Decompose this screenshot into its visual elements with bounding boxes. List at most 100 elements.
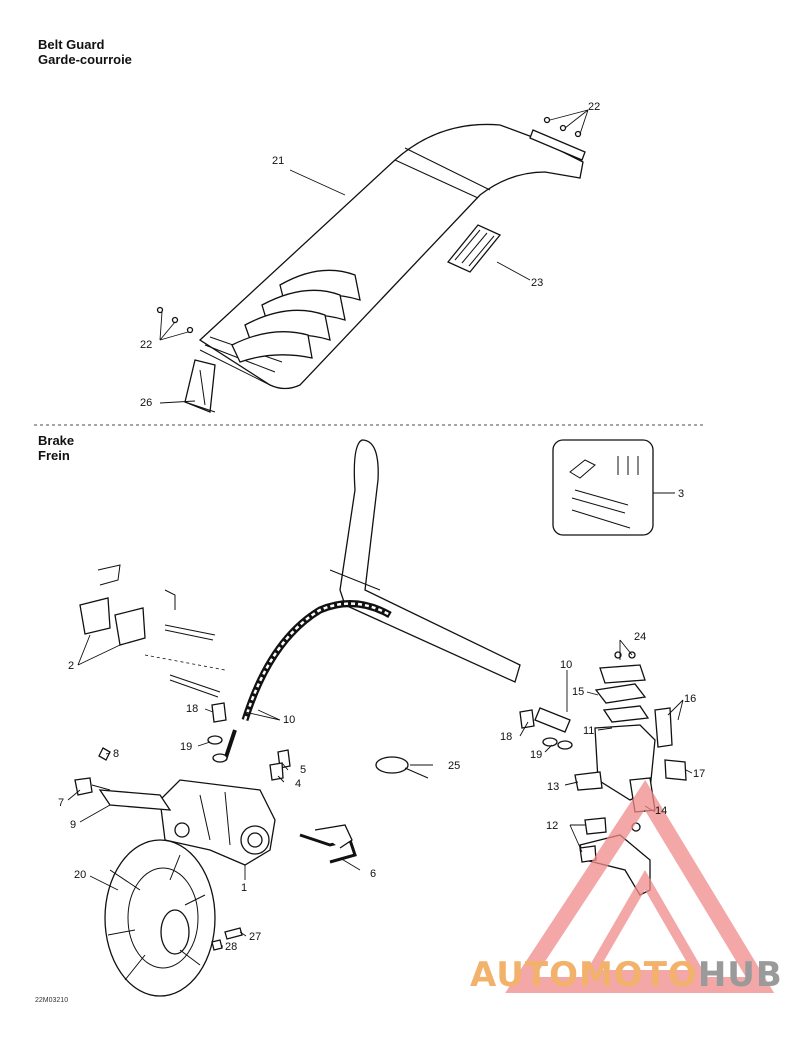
callout-3: 3	[678, 488, 684, 500]
cable-tie-tail	[404, 767, 429, 779]
cap-screw	[614, 651, 622, 659]
callout-27: 27	[249, 931, 261, 943]
washer-19	[542, 737, 558, 747]
callout-23: 23	[531, 277, 543, 289]
bracket-26-detail	[184, 369, 216, 413]
disc-outer	[104, 839, 216, 997]
vent-slot	[231, 331, 313, 363]
leader-6	[339, 857, 361, 871]
watermark-triangle	[505, 780, 775, 993]
washer-19	[557, 740, 573, 750]
tool-rod	[571, 509, 631, 529]
leader-18b	[519, 721, 529, 737]
brake-pad	[79, 597, 111, 635]
callout-20: 20	[74, 869, 86, 881]
nut	[574, 130, 582, 138]
leader-24	[619, 639, 633, 660]
key-27	[224, 927, 243, 940]
callout-19a: 19	[180, 741, 192, 753]
tool-kit-box	[552, 439, 654, 536]
nut	[559, 124, 567, 132]
brake-hose-fitting	[223, 729, 237, 761]
reservoir-cover-15	[594, 683, 647, 704]
brake-disc	[104, 839, 216, 997]
leader-17	[685, 769, 693, 774]
clamp-16	[654, 707, 673, 748]
leader-19b	[544, 744, 553, 753]
callout-12: 12	[546, 820, 558, 832]
leader-7	[67, 789, 81, 801]
belt-guard-title-fr: Garde-courroie	[38, 52, 132, 67]
brake-title-fr: Frein	[38, 448, 70, 463]
pad-guideline	[144, 654, 226, 671]
disc-slots	[107, 854, 206, 981]
callout-19b: 19	[530, 749, 542, 761]
nut	[543, 116, 551, 124]
pad-pin	[164, 589, 176, 610]
handlebar-clamp	[329, 569, 381, 591]
callout-6: 6	[370, 868, 376, 880]
callout-18b: 18	[500, 731, 512, 743]
caliper-piston-inner	[247, 832, 263, 848]
callout-22b: 22	[140, 339, 152, 351]
leader-16	[667, 699, 684, 721]
leader-22b	[159, 311, 189, 341]
cable-tie	[375, 756, 409, 774]
leader-13	[564, 781, 579, 786]
leader-9	[79, 804, 111, 823]
leader-5	[281, 762, 289, 771]
leader-12	[569, 824, 586, 853]
leader-10a	[244, 709, 281, 721]
callout-15: 15	[572, 686, 584, 698]
nut-8	[98, 747, 111, 761]
leader-18a	[204, 708, 214, 713]
watermark-text-hub: HUB	[697, 955, 783, 995]
brake-caliper	[159, 779, 276, 866]
tool-wrench	[569, 459, 596, 479]
top-bracket	[529, 129, 586, 161]
callout-11: 11	[583, 725, 594, 737]
bolt-7-shank	[91, 784, 111, 791]
bleeder-screw-4	[269, 762, 284, 781]
brake-title-en: Brake	[38, 433, 75, 448]
handlebar	[339, 439, 521, 683]
lever-bolt-12	[584, 817, 607, 835]
banjo-bolt-18	[519, 709, 535, 729]
brake-hose	[241, 600, 392, 722]
callout-16: 16	[684, 693, 696, 705]
nut	[186, 326, 194, 334]
cap-24	[599, 664, 646, 684]
pivot-13	[574, 771, 603, 791]
nut-28	[211, 939, 223, 951]
callout-4: 4	[295, 778, 301, 790]
watermark-triangle-inner	[581, 870, 709, 980]
callout-8: 8	[113, 748, 119, 760]
callout-17: 17	[693, 768, 705, 780]
callout-10b: 10	[560, 659, 572, 671]
callout-22a: 22	[588, 101, 600, 113]
figure-reference: 22M03210	[35, 997, 68, 1004]
callout-5: 5	[300, 764, 306, 776]
leader-15	[586, 691, 599, 696]
brake-pads	[79, 564, 226, 698]
callout-18a: 18	[186, 703, 198, 715]
washer-19	[207, 735, 223, 745]
callout-26: 26	[140, 397, 152, 409]
leader-26	[159, 400, 196, 404]
bracket-26	[184, 359, 216, 413]
pad-pin	[169, 674, 221, 698]
brake-line-clip	[314, 824, 353, 849]
belt-guard-assembly	[156, 116, 586, 413]
leader-2	[77, 634, 121, 666]
callout-13: 13	[547, 781, 559, 793]
callout-24: 24	[634, 631, 646, 643]
leader-22a	[549, 109, 589, 135]
disc-hub	[160, 909, 190, 955]
banjo-fitting-10	[534, 707, 571, 733]
leader-27	[239, 931, 247, 937]
callout-7: 7	[58, 797, 64, 809]
caliper-detail	[199, 791, 231, 846]
banjo-bolt-18	[211, 702, 227, 723]
tool-rod	[571, 489, 629, 514]
belt-guard-heading: Belt Guard Garde-courroie	[38, 37, 132, 67]
